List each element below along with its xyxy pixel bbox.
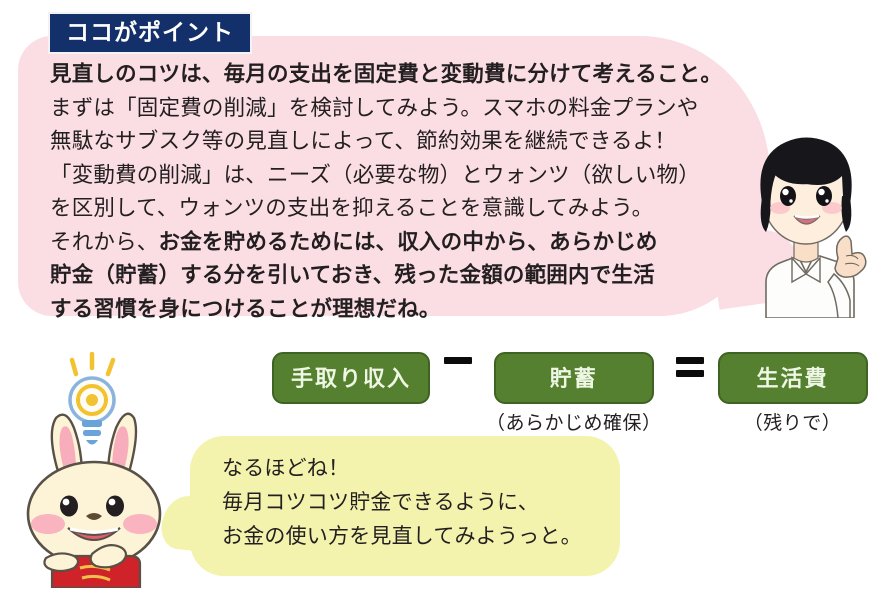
equals-icon — [675, 352, 704, 377]
living-box: 生活費 — [717, 352, 868, 404]
advice-line-3: 無駄なサブスク等の見直しによって、節約効果を継続できるよ！ — [50, 129, 677, 153]
advice-line-7: 貯金（貯蓄）する分を引いておき、残った金額の範囲内で生活 — [50, 263, 655, 287]
equation-term-income: 手取り収入 — [272, 352, 430, 408]
advice-line-6-plain: それから、 — [50, 229, 159, 254]
reply-text: なるほどね！ 毎月コツコツ貯金できるように、 お金の使い方を見直してみようっと。 — [222, 452, 622, 554]
advice-line-2: まずは「固定費の削減」を検討してみよう。スマホの料金プランや — [50, 95, 699, 120]
reply-line-3: お金の使い方を見直してみようっと。 — [222, 525, 582, 548]
advice-line-4: 「変動費の削減」は、ニーズ（必要な物）とウォンツ（欲しい物） — [50, 162, 700, 187]
minus-icon — [444, 352, 472, 364]
equation-term-savings: 貯蓄 （あらかじめ確保） — [486, 352, 662, 435]
savings-caption: （あらかじめ確保） — [486, 413, 662, 434]
advice-line-6: それから、お金を貯めるためには、収入の中から、あらかじめ — [50, 226, 740, 260]
living-caption: （残りで） — [743, 413, 842, 434]
advice-line-8: する習慣を身につけることが理想だね。 — [50, 296, 441, 321]
reply-line-1: なるほどね！ — [222, 457, 350, 480]
rabbit-mascot — [18, 351, 194, 590]
point-badge: ココがポイント — [48, 12, 252, 55]
girl-character — [742, 132, 870, 319]
equation-term-living: 生活費 （残りで） — [717, 352, 868, 435]
advice-line-6-bold: お金を貯めるためには、収入の中から、あらかじめ — [158, 229, 658, 254]
equation-row: 手取り収入 貯蓄 （あらかじめ確保） 生活費 （残りで） — [272, 352, 868, 435]
advice-line-1: 見直しのコツは、毎月の支出を固定費と変動費に分けて考えること。 — [50, 62, 723, 86]
income-box: 手取り収入 — [272, 352, 430, 404]
savings-box: 貯蓄 — [493, 352, 654, 404]
advice-line-5: を区別して、ウォンツの支出を抑えることを意識してみよう。 — [50, 196, 654, 220]
advice-text: 見直しのコツは、毎月の支出を固定費と変動費に分けて考えること。 まずは「固定費の… — [50, 58, 740, 326]
reply-bubble — [190, 436, 620, 576]
reply-line-2: 毎月コツコツ貯金できるように、 — [222, 491, 539, 514]
advice-bubble — [18, 36, 770, 316]
